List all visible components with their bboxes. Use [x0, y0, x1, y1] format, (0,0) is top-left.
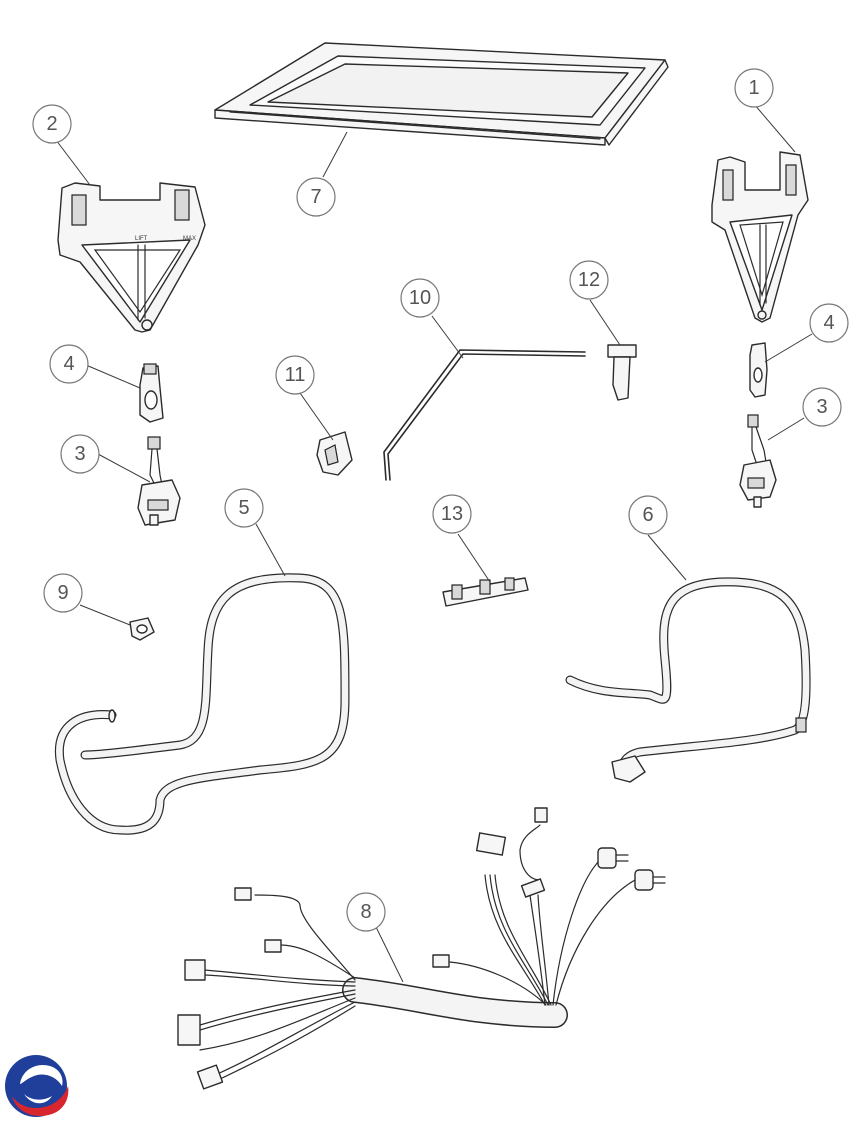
- part-5-hose: [54, 573, 350, 835]
- bracket-marking-left: LIFT: [135, 236, 148, 242]
- callout-13: 13: [432, 494, 472, 534]
- callout-3-left: 3: [60, 434, 100, 474]
- svg-text:6: 6: [642, 504, 653, 526]
- svg-text:11: 11: [285, 364, 306, 386]
- leader-lines: [55, 103, 813, 983]
- callout-6: 6: [628, 495, 668, 535]
- svg-text:8: 8: [360, 901, 371, 923]
- part-7-frame: [214, 42, 669, 146]
- part-9-clip: [129, 617, 155, 641]
- callout-5: 5: [224, 488, 264, 528]
- callout-4-right: 4: [809, 303, 849, 343]
- callout-8: 8: [346, 892, 386, 932]
- callout-9: 9: [43, 573, 83, 613]
- part-3-actuator-right: [739, 414, 777, 508]
- svg-text:12: 12: [578, 269, 600, 291]
- callout-3-right: 3: [802, 387, 842, 427]
- callout-11: 11: [275, 355, 315, 395]
- brand-logo-icon: [5, 1055, 69, 1117]
- part-10-rod: [383, 349, 586, 481]
- callout-4-left: 4: [49, 344, 89, 384]
- svg-text:3: 3: [816, 396, 827, 418]
- callout-10: 10: [400, 278, 440, 318]
- callout-12: 12: [569, 260, 609, 300]
- part-6-hose: [565, 577, 811, 783]
- part-1-lift-bracket: [711, 151, 809, 323]
- part-12-pin: [607, 344, 637, 401]
- svg-text:10: 10: [409, 287, 431, 309]
- part-11-block: [316, 431, 353, 476]
- svg-text:13: 13: [441, 503, 463, 525]
- svg-text:4: 4: [63, 353, 74, 375]
- part-13-strip: [442, 577, 529, 607]
- svg-text:1: 1: [748, 77, 759, 99]
- svg-text:2: 2: [46, 113, 57, 135]
- part-2-lift-bracket: LIFT MAX: [57, 182, 206, 333]
- svg-text:3: 3: [74, 443, 85, 465]
- part-8-wire-harness: [177, 807, 666, 1090]
- svg-text:9: 9: [57, 582, 68, 604]
- bracket-marking-right: MAX: [183, 236, 196, 242]
- svg-text:7: 7: [310, 186, 321, 208]
- callout-2: 2: [32, 104, 72, 144]
- part-4-clip-right: [749, 342, 768, 398]
- callout-1: 1: [734, 68, 774, 108]
- part-3-actuator-left: [137, 436, 181, 526]
- part-4-clip-left: [139, 363, 164, 423]
- svg-text:4: 4: [823, 312, 834, 334]
- callout-7: 7: [296, 177, 336, 217]
- svg-text:5: 5: [238, 497, 249, 519]
